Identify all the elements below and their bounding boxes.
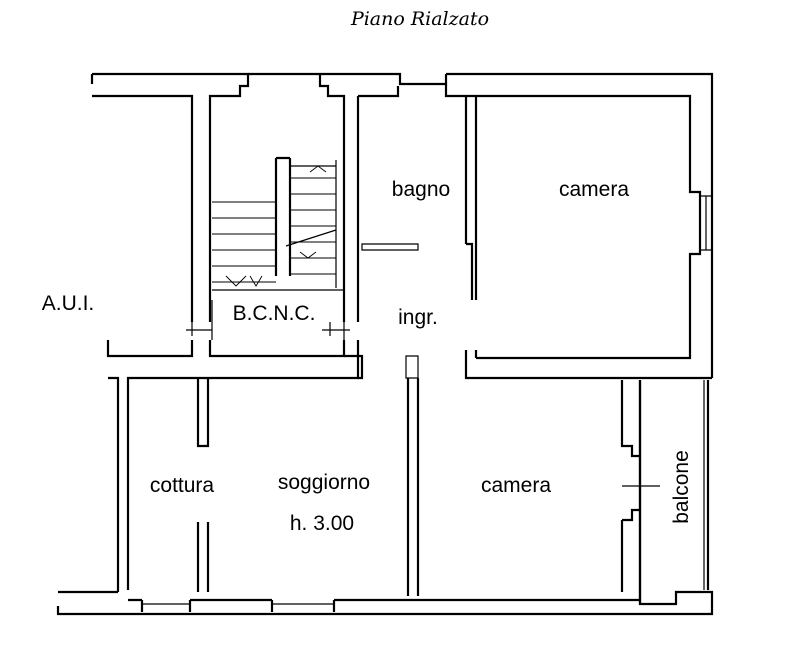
room-label-cottura: cottura (150, 474, 215, 497)
room-label-height: h. 3.00 (290, 512, 354, 535)
room-labels: bagno camera A.U.I. B.C.N.C. ingr. cottu… (42, 178, 693, 535)
room-label-bcnc: B.C.N.C. (233, 302, 316, 325)
room-label-camera-top: camera (559, 178, 629, 201)
walls (56, 72, 714, 616)
room-label-soggiorno: soggiorno (278, 471, 370, 494)
room-label-aui: A.U.I. (42, 292, 95, 315)
room-label-balcone: balcone (670, 450, 693, 524)
plan-title: Piano Rialzato (350, 8, 489, 30)
room-label-bagno: bagno (392, 178, 450, 201)
room-label-ingresso: ingr. (398, 306, 438, 329)
room-label-camera-bottom: camera (481, 474, 551, 497)
staircase (186, 156, 360, 340)
